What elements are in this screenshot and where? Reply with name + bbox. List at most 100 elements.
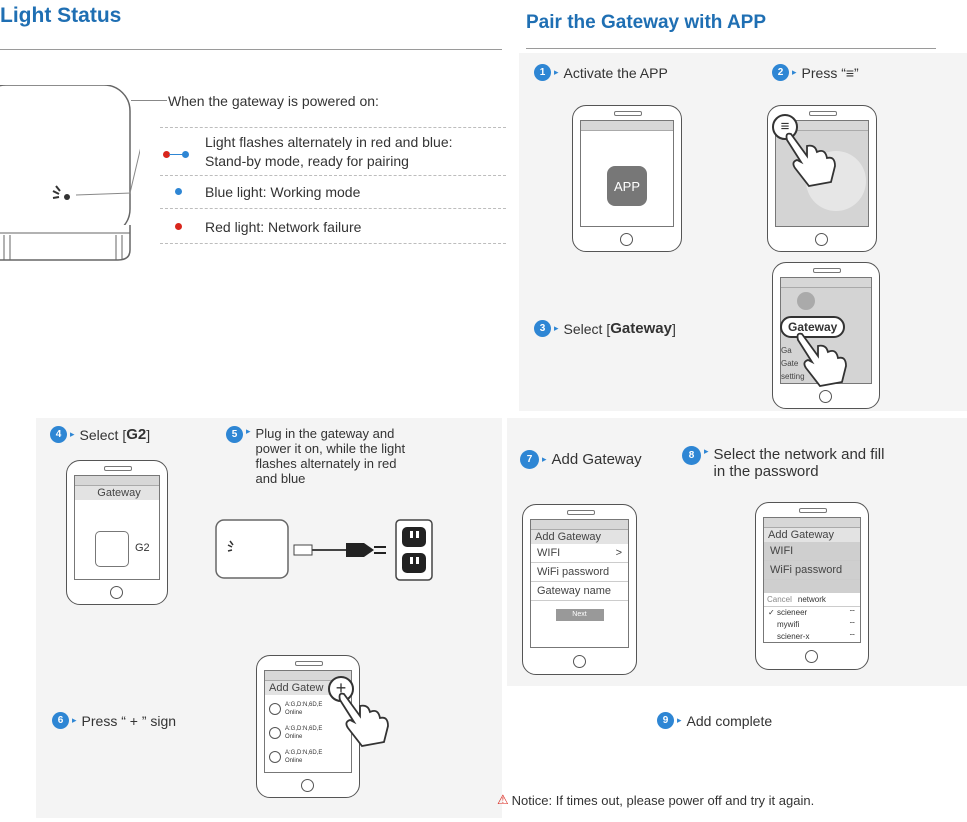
step-5: 5 ▸ Plug in the gateway and power it on,… xyxy=(226,426,405,486)
phone-select-g2: Gateway G2 xyxy=(66,460,168,605)
gateway-menu-item[interactable]: Gateway xyxy=(780,316,846,338)
network-item[interactable]: ✓ scieneer⌔ xyxy=(768,608,856,617)
dashed-divider xyxy=(160,127,506,128)
screen-title: Add Gateway xyxy=(764,528,860,542)
menu-row: Gate xyxy=(781,359,799,368)
arrow-icon: ▸ xyxy=(246,426,251,436)
hand-pointer-icon xyxy=(796,332,847,387)
step-3: 3 ▸ Select [ Gateway ] xyxy=(534,320,676,337)
network-item[interactable]: sciener-x⌔ xyxy=(777,632,856,641)
step-1: 1 ▸ Activate the APP xyxy=(534,64,668,81)
hand-pointer-icon xyxy=(785,132,836,187)
network-item[interactable]: mywifi⌔ xyxy=(777,620,856,629)
next-button[interactable]: Next xyxy=(555,609,604,621)
step-7-label: Add Gateway xyxy=(551,451,642,468)
arrow-icon: ▸ xyxy=(554,323,559,333)
powered-on-label: When the gateway is powered on: xyxy=(168,93,379,109)
arrow-icon: ▸ xyxy=(792,67,797,77)
phone-add-gateway-form: Add Gateway WIFI> WiFi password Gateway … xyxy=(522,504,637,675)
wifi-icon: ⌔ xyxy=(848,608,856,617)
g2-device-icon[interactable] xyxy=(95,531,129,567)
step-5-line-3: flashes alternately in red xyxy=(255,456,397,471)
wifi-row[interactable]: WIFI xyxy=(764,542,860,561)
wifi-password-field[interactable]: WiFi password xyxy=(531,563,628,582)
screen-title: Add Gateway xyxy=(531,530,628,544)
blue-dot-icon xyxy=(175,188,182,195)
step-5-line-1: Plug in the gateway and xyxy=(255,426,395,441)
arrow-icon: ▸ xyxy=(72,715,77,725)
step-number: 6 xyxy=(52,712,69,729)
arrow-icon: ▸ xyxy=(542,454,547,464)
light-status-title: Light Status xyxy=(0,4,122,27)
wifi-row[interactable]: WIFI> xyxy=(531,544,628,563)
red-dot-icon xyxy=(175,223,182,230)
step-4-label: Select [ xyxy=(79,426,127,443)
chevron-right-icon: > xyxy=(615,547,622,559)
red-light-label: Red light: Network failure xyxy=(205,219,362,235)
app-icon[interactable]: APP xyxy=(607,166,647,206)
step-number: 1 xyxy=(534,64,551,81)
phone-select-network: Add Gateway WIFI WiFi password Cancel ne… xyxy=(755,502,869,670)
phone-activate-app: APP xyxy=(572,105,682,252)
network-header: network xyxy=(797,595,826,604)
pair-title: Pair the Gateway with APP xyxy=(526,12,767,33)
plug-in-illustration xyxy=(215,519,433,581)
wifi-password-field[interactable]: WiFi password xyxy=(764,561,860,580)
arrow-icon: ▸ xyxy=(704,446,709,456)
menu-row: setting xyxy=(781,372,805,381)
step-5-line-4: and blue xyxy=(255,471,306,486)
step-1-label: Activate the APP xyxy=(563,64,668,81)
gateway-icon xyxy=(269,727,281,739)
wifi-icon: ⌔ xyxy=(848,620,856,629)
divider xyxy=(526,48,936,49)
hand-pointer-icon xyxy=(338,692,389,747)
gateway-icon xyxy=(269,703,281,715)
step-3-end: ] xyxy=(671,320,676,337)
step-number: 5 xyxy=(226,426,243,443)
step-5-line-2: power it on, while the light xyxy=(255,441,406,456)
red-blue-flash-icon xyxy=(163,148,191,162)
step-number: 9 xyxy=(657,712,674,729)
arrow-icon: ▸ xyxy=(554,67,559,77)
arrow-icon: ▸ xyxy=(70,429,75,439)
step-4-bold: G2 xyxy=(126,426,147,443)
gateway-device-illustration xyxy=(0,85,140,261)
blue-light-label: Blue light: Working mode xyxy=(205,184,361,200)
arrow-icon: ▸ xyxy=(677,715,682,725)
dashed-divider xyxy=(160,243,506,244)
step-4: 4 ▸ Select [ G2 ] xyxy=(50,426,150,443)
step-2-label: Press “≡” xyxy=(801,64,859,81)
cancel-button[interactable]: Cancel xyxy=(767,595,792,604)
step-6-label: Press “ + ” sign xyxy=(81,712,177,729)
plus-icon[interactable]: + xyxy=(328,676,354,702)
dashed-divider xyxy=(160,208,506,209)
step-7: 7 ▸ Add Gateway xyxy=(520,450,642,469)
step-4-end: ] xyxy=(146,426,151,443)
notice-text: Notice: If times out, please power off a… xyxy=(511,792,815,808)
step-8-line-1: Select the network and fill xyxy=(713,446,885,463)
dashed-divider xyxy=(160,175,506,176)
step-number: 8 xyxy=(682,446,701,465)
step-8: 8 ▸ Select the network and fill in the p… xyxy=(682,446,884,480)
wifi-icon: ⌔ xyxy=(848,632,856,641)
step-9: 9 ▸ Add complete xyxy=(657,712,772,729)
menu-row: Ga xyxy=(781,346,792,355)
gateway-icon xyxy=(269,751,281,763)
warning-icon: ⚠ xyxy=(497,792,509,807)
gateway-name-field[interactable]: Gateway name xyxy=(531,582,628,601)
step-number: 3 xyxy=(534,320,551,337)
step-6: 6 ▸ Press “ + ” sign xyxy=(52,712,176,729)
step-number: 4 xyxy=(50,426,67,443)
check-icon: ✓ xyxy=(768,608,775,617)
step-8-line-2: in the password xyxy=(713,463,819,480)
step-number: 7 xyxy=(520,450,539,469)
notice: ⚠ Notice: If times out, please power off… xyxy=(497,792,814,808)
divider xyxy=(0,49,502,50)
step-9-label: Add complete xyxy=(686,712,773,729)
menu-icon[interactable]: ≡ xyxy=(772,114,798,140)
callout-line xyxy=(131,100,167,101)
flash-line-2: Stand-by mode, ready for pairing xyxy=(205,153,409,169)
